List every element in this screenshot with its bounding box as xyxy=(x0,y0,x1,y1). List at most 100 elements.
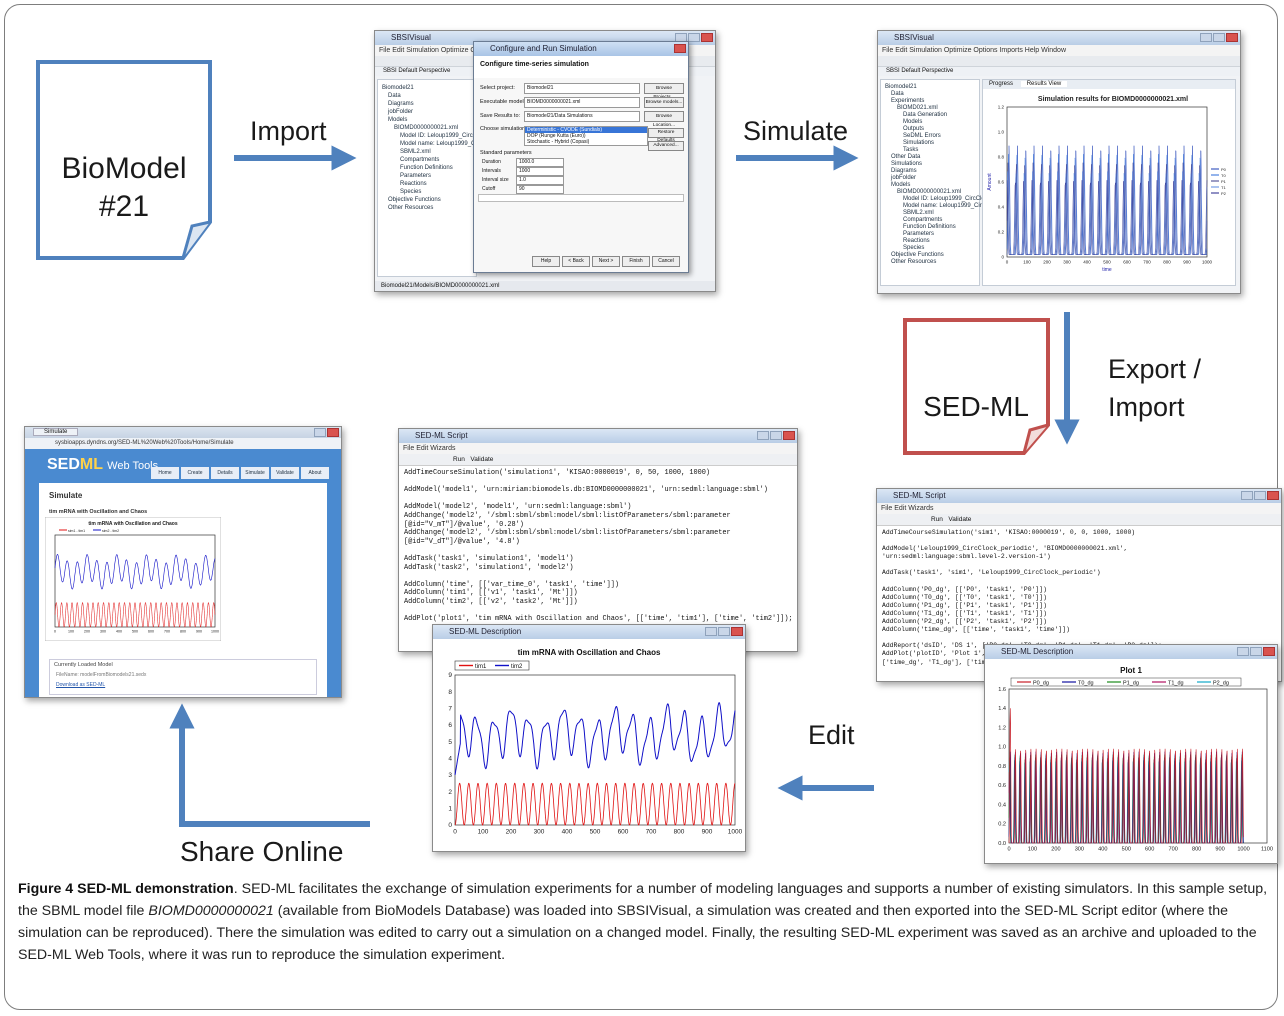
close-button[interactable] xyxy=(731,627,743,636)
tree-item[interactable]: Biomodel21 xyxy=(382,85,414,91)
tree-item[interactable]: Simulations xyxy=(891,161,923,167)
param-input[interactable]: 90 xyxy=(516,185,564,194)
tab-progress[interactable]: Progress xyxy=(989,81,1014,87)
minimize-button[interactable] xyxy=(705,627,717,636)
run-button[interactable]: Run xyxy=(453,456,465,463)
tree-item[interactable]: Reactions xyxy=(400,181,427,187)
download-link[interactable]: Download as SED-ML xyxy=(56,682,106,688)
tree-item[interactable]: Species xyxy=(903,245,925,251)
script-right-menubar[interactable]: File Edit Wizards xyxy=(877,503,1281,514)
side-button[interactable]: Advanced... xyxy=(648,141,684,151)
tree-item[interactable]: Compartments xyxy=(903,217,943,223)
browse-button[interactable]: Browse models... xyxy=(644,97,684,108)
tree-item[interactable]: Tasks xyxy=(903,147,919,153)
tree-item[interactable]: Function Definitions xyxy=(903,224,956,230)
tree-item[interactable]: Parameters xyxy=(400,173,432,179)
param-input[interactable]: 1000.0 xyxy=(516,158,564,167)
param-input[interactable]: 1.0 xyxy=(516,176,564,185)
validate-button[interactable]: Validate xyxy=(948,516,972,523)
field-input[interactable]: BIOMD0000000021.xml xyxy=(524,97,640,108)
minimize-button[interactable] xyxy=(1200,33,1212,42)
results-perspective[interactable]: SBSI Default Perspective xyxy=(878,67,1240,76)
maximize-button[interactable] xyxy=(688,33,700,42)
sim-type-option[interactable]: DOP (Runge Kutta (Euro)) xyxy=(527,133,586,139)
tree-item[interactable]: Other Resources xyxy=(891,259,937,265)
script-mid-menubar[interactable]: File Edit Wizards xyxy=(399,443,797,454)
maximize-button[interactable] xyxy=(718,627,730,636)
tree-item[interactable]: Diagrams xyxy=(388,101,414,107)
run-button[interactable]: Run xyxy=(931,516,943,523)
tree-item[interactable]: SBML2.xml xyxy=(400,149,431,155)
param-input[interactable]: 1000 xyxy=(516,167,564,176)
dialog-button[interactable]: Next > xyxy=(592,256,620,267)
tree-item[interactable]: Experiments xyxy=(891,98,925,104)
minimize-button[interactable] xyxy=(1241,491,1253,500)
tree-item[interactable]: Models xyxy=(903,119,923,125)
tree-item[interactable]: Species xyxy=(400,189,422,195)
browse-button[interactable]: Browse Location... xyxy=(644,111,684,128)
tree-item[interactable]: Data Generation xyxy=(903,112,948,118)
nav-item-simulate[interactable]: Simulate xyxy=(241,467,269,479)
close-button[interactable] xyxy=(701,33,713,42)
browser-tab[interactable]: Simulate xyxy=(33,428,79,436)
nav-item-create[interactable]: Create xyxy=(181,467,209,479)
maximize-button[interactable] xyxy=(1254,491,1266,500)
script-mid-code[interactable]: AddTimeCourseSimulation('simulation1', '… xyxy=(404,469,793,624)
sim-type-list[interactable]: Deterministic - CVODE (Sundials)DOP (Run… xyxy=(524,126,648,146)
sim-type-option[interactable]: Stochastic - Hybrid (Copasi) xyxy=(527,139,590,145)
maximize-button[interactable] xyxy=(1250,647,1262,656)
nav-item-details[interactable]: Details xyxy=(211,467,239,479)
tree-item[interactable]: Biomodel21 xyxy=(885,84,917,90)
tree-item[interactable]: SeDML Errors xyxy=(903,133,941,139)
tree-item[interactable]: Other Data xyxy=(891,154,921,160)
tree-item[interactable]: BIOMD021.xml xyxy=(897,105,938,111)
nav-item-home[interactable]: Home xyxy=(151,467,179,479)
tree-item[interactable]: Data xyxy=(388,93,401,99)
tree-item[interactable]: BIOMD0000000021.xml xyxy=(897,189,962,195)
tree-item[interactable]: Compartments xyxy=(400,157,440,163)
close-button[interactable] xyxy=(1267,491,1279,500)
minimize-button[interactable] xyxy=(1237,647,1249,656)
tree-item[interactable]: Diagrams xyxy=(891,168,917,174)
maximize-button[interactable] xyxy=(770,431,782,440)
nav-item-about[interactable]: About xyxy=(301,467,329,479)
tree-item[interactable]: Models xyxy=(388,117,408,123)
tree-item[interactable]: Model name: Leloup1999_CircClock xyxy=(400,141,497,147)
tree-item[interactable]: Model name: Leloup1999_CircClock xyxy=(903,203,1000,209)
field-input[interactable]: Biomodel21/Data Simulations xyxy=(524,111,640,122)
close-button[interactable] xyxy=(327,428,339,437)
dialog-button[interactable]: Help xyxy=(532,256,560,267)
validate-button[interactable]: Validate xyxy=(470,456,494,463)
tree-item[interactable]: SBML2.xml xyxy=(903,210,934,216)
tree-item[interactable]: Outputs xyxy=(903,126,925,132)
tree-item[interactable]: Data xyxy=(891,91,904,97)
minimize-button[interactable] xyxy=(314,428,326,437)
tab-results-view[interactable]: Results View xyxy=(1020,81,1068,87)
tree-item[interactable]: Simulations xyxy=(903,140,935,146)
dialog-close-button[interactable] xyxy=(674,44,686,53)
close-button[interactable] xyxy=(783,431,795,440)
browse-button[interactable]: Browse Projects... xyxy=(644,83,684,100)
nav-item-validate[interactable]: Validate xyxy=(271,467,299,479)
tree-item[interactable]: Objective Functions xyxy=(891,252,944,258)
maximize-button[interactable] xyxy=(1213,33,1225,42)
tree-item[interactable]: Objective Functions xyxy=(388,197,441,203)
dialog-button[interactable]: < Back xyxy=(562,256,590,267)
sim-type-option[interactable]: Deterministic - CVODE (Sundials) xyxy=(525,127,647,133)
tree-item[interactable]: BIOMD0000000021.xml xyxy=(394,125,459,131)
tree-item[interactable]: Function Definitions xyxy=(400,165,453,171)
tree-item[interactable]: Other Resources xyxy=(388,205,434,211)
tree-item[interactable]: Model ID: Leloup1999_CircClock xyxy=(400,133,488,139)
close-button[interactable] xyxy=(1263,647,1275,656)
dialog-button[interactable]: Finish xyxy=(622,256,650,267)
minimize-button[interactable] xyxy=(757,431,769,440)
dialog-button[interactable]: Cancel xyxy=(652,256,680,267)
tree-item[interactable]: jobFolder xyxy=(891,175,917,181)
tree-item[interactable]: Reactions xyxy=(903,238,930,244)
tree-item[interactable]: Models xyxy=(891,182,911,188)
close-button[interactable] xyxy=(1226,33,1238,42)
tree-item[interactable]: Model ID: Leloup1999_CircClock xyxy=(903,196,991,202)
field-input[interactable]: Biomodel21 xyxy=(524,83,640,94)
